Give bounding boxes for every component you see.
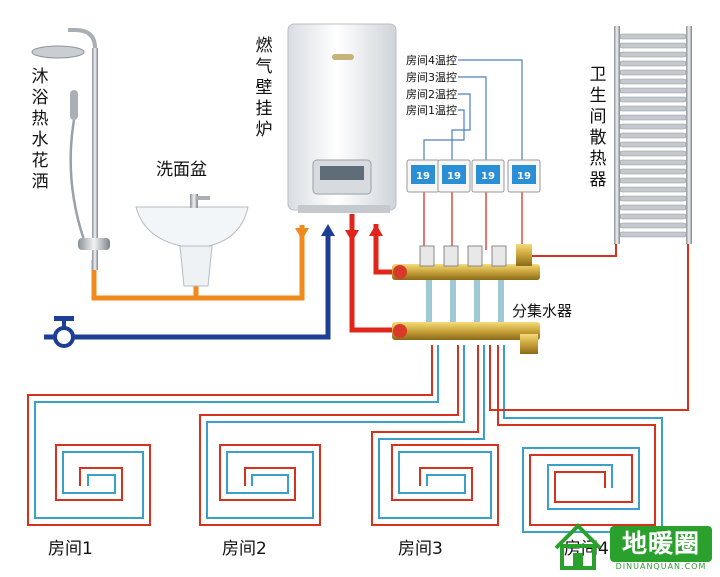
radiator-rung — [619, 213, 687, 220]
thermostat-display: 19 — [416, 171, 430, 182]
radiator-rung — [619, 42, 687, 49]
hot-out-arrow — [295, 228, 309, 240]
floor-loop-room4 — [497, 345, 663, 533]
basin-label: 洗面盆 — [156, 160, 207, 180]
thermostat-label-room3: 房间3温控 — [406, 70, 457, 84]
thermostat-room2 — [471, 159, 505, 193]
radiator-rung — [619, 168, 687, 175]
bathroom-radiator-icon — [614, 26, 692, 244]
wash-basin-icon — [135, 194, 249, 287]
radiator-rung — [619, 159, 687, 166]
room-label-1: 房间1 — [48, 539, 93, 559]
radiator-rung — [619, 105, 687, 112]
radiator-rung — [619, 78, 687, 85]
logo-name: 地暖圈 — [610, 526, 712, 562]
radiator-rung — [619, 141, 687, 148]
boiler-label: 燃气壁挂炉 — [255, 36, 273, 140]
shower-icon — [31, 28, 110, 270]
radiator-rung — [619, 150, 687, 157]
radiator-rung — [619, 231, 687, 238]
thermostat-wires — [423, 192, 523, 250]
thermostat-display: 19 — [447, 171, 461, 182]
radiator-rung — [619, 186, 687, 193]
room-label-3: 房间3 — [398, 539, 443, 559]
thermostat-display: 19 — [517, 171, 531, 182]
thermostat-room3 — [437, 159, 471, 193]
logo-house-icon — [554, 523, 602, 570]
floor-loop-room1 — [27, 345, 439, 526]
thermostat-label-room1: 房间1温控 — [406, 103, 457, 117]
thermostat-room1 — [507, 159, 541, 193]
radiator-rung — [619, 132, 687, 139]
room-label-2: 房间2 — [222, 539, 267, 559]
thermostat-leaders — [423, 59, 523, 160]
radiator-rung — [619, 195, 687, 202]
cold-in-arrow — [321, 224, 335, 236]
radiator-rung — [619, 96, 687, 103]
logo: 地暖圈 DINUANQUAN.COM — [548, 524, 714, 572]
logo-url: DINUANQUAN.COM — [615, 562, 707, 571]
thermostat-display: 19 — [481, 171, 495, 182]
gas-boiler — [287, 23, 397, 213]
radiator-rung — [619, 60, 687, 67]
floor-loop-room3 — [371, 345, 499, 526]
heating-pipes — [349, 214, 392, 333]
cold-water-pipes — [44, 228, 331, 340]
radiator-rung — [619, 51, 687, 58]
radiator-rung — [619, 204, 687, 211]
shower-label: 沐浴热水花洒 — [31, 67, 49, 192]
heating-flow-arrow — [345, 230, 359, 242]
heating-return-arrow — [369, 224, 383, 236]
radiator-rung — [619, 123, 687, 130]
floor-loop-room2 — [199, 345, 465, 526]
thermostat-room4 — [406, 159, 440, 193]
cold-inlet-valve — [53, 316, 75, 348]
radiator-rung — [619, 69, 687, 76]
radiator-rung — [619, 114, 687, 121]
radiator-rung — [619, 87, 687, 94]
radiator-rung — [619, 177, 687, 184]
radiator-label: 卫生间散热器 — [589, 65, 607, 190]
manifold-label: 分集水器 — [512, 302, 572, 320]
thermostat-label-room4: 房间4温控 — [406, 53, 457, 67]
manifold — [392, 244, 540, 354]
radiator-rung — [619, 222, 687, 229]
thermostat-label-room2: 房间2温控 — [406, 87, 457, 101]
radiator-rung — [619, 33, 687, 40]
